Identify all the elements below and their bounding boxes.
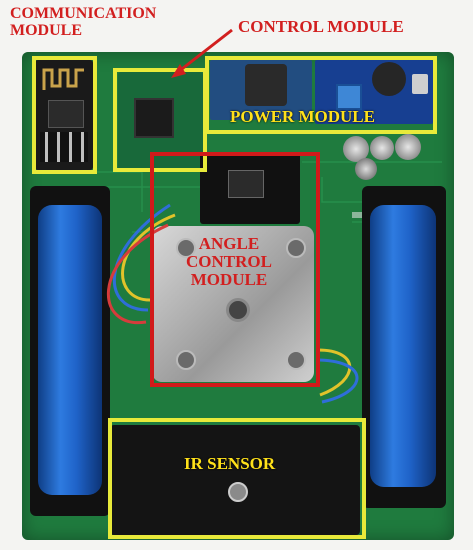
- usb-port: [412, 74, 428, 94]
- communication-label-line-1: COMMUNICATION: [10, 5, 157, 22]
- ir-sensor-frame: [108, 418, 366, 539]
- booster-inductor: [372, 62, 406, 96]
- communication-module-label: COMMUNICATION MODULE: [10, 5, 157, 40]
- motor-screw: [176, 350, 196, 370]
- communication-module-frame: [32, 56, 97, 174]
- angle-control-module-frame: [150, 152, 320, 387]
- control-module-label: CONTROL MODULE: [238, 18, 404, 36]
- antenna-trace-icon: [42, 68, 84, 90]
- motor-shaft: [226, 298, 250, 322]
- microcontroller-chip: [134, 98, 174, 138]
- control-module-text: CONTROL MODULE: [238, 17, 404, 36]
- power-module-frame: [205, 56, 437, 134]
- capacitor: [343, 136, 369, 162]
- angle-label-line-2: CONTROL: [186, 251, 272, 271]
- battery-right: [370, 205, 436, 487]
- angle-label-line-3: MODULE: [190, 269, 268, 289]
- wifi-chip: [48, 100, 84, 128]
- motor-screw: [176, 238, 196, 258]
- ir-sensor-screw: [228, 482, 248, 502]
- header-pins: [40, 132, 88, 162]
- driver-chip: [228, 170, 264, 198]
- capacitor: [370, 136, 394, 160]
- angle-label-line-1: ANGLE: [198, 234, 260, 253]
- potentiometer: [336, 84, 362, 110]
- ir-sensor-text: IR SENSOR: [184, 454, 276, 473]
- motor-screw: [286, 238, 306, 258]
- inductor: [245, 64, 287, 106]
- capacitor: [355, 158, 377, 180]
- power-module-label: POWER MODULE: [230, 108, 375, 126]
- communication-label-line-2: MODULE: [10, 21, 82, 39]
- power-module-text: POWER MODULE: [230, 107, 375, 126]
- capacitor: [395, 134, 421, 160]
- battery-left: [38, 205, 102, 495]
- angle-control-module-label: ANGLE CONTROL MODULE: [186, 235, 272, 289]
- ir-sensor-body: [110, 425, 360, 535]
- motor-screw: [286, 350, 306, 370]
- ir-sensor-label: IR SENSOR: [184, 455, 275, 473]
